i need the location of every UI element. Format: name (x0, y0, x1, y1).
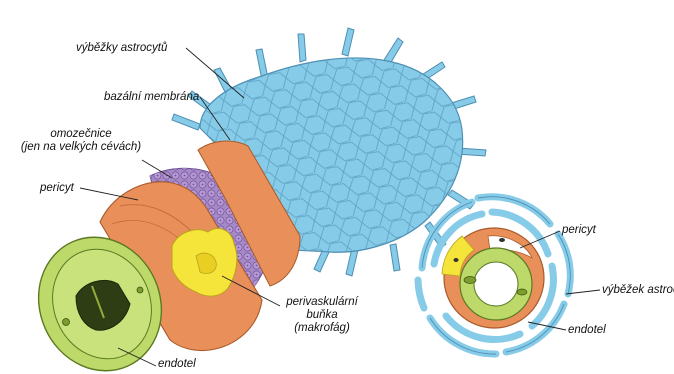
label-perivascular-cell: perivaskulární buňka (makrofág) (282, 296, 362, 335)
vessel-3d (18, 28, 486, 374)
label-astrocyte-process-right: výběžek astrocytu (602, 284, 674, 297)
label-adventitia-line2: (jen na velkých cévách) (6, 141, 156, 154)
label-adventitia-line1: omozečnice (6, 128, 156, 141)
label-perivascular-line2: buňka (282, 309, 362, 322)
vessel-cross-section (418, 197, 570, 354)
label-endothel-left: endotel (158, 358, 196, 371)
label-perivascular-line1: perivaskulární (282, 296, 362, 309)
label-pericyte-right: pericyt (562, 224, 596, 237)
label-perivascular-line3: (makrofág) (282, 322, 362, 335)
label-basal-membrane: bazální membrána (104, 91, 199, 104)
label-endothel-right: endotel (568, 324, 606, 337)
label-astrocyte-processes: výběžky astrocytů (76, 42, 167, 55)
label-pericyte-left: pericyt (40, 182, 74, 195)
label-adventitia: omozečnice (jen na velkých cévách) (6, 128, 156, 154)
